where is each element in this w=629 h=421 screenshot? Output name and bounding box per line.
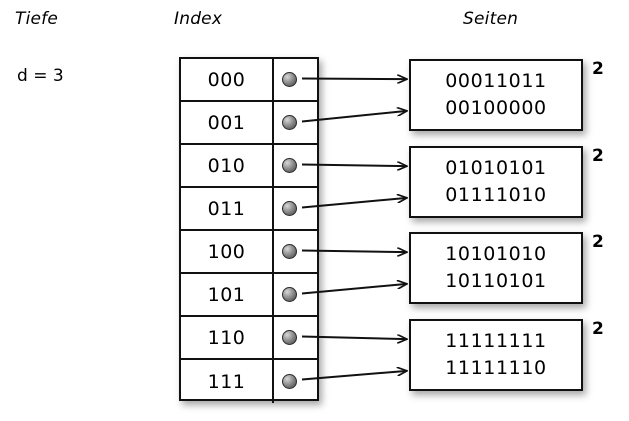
index-row[interactable]: 100 <box>181 231 317 274</box>
pointer-dot-icon <box>282 244 297 259</box>
page-local-depth-label: 2 <box>592 146 604 166</box>
index-pointer-cell[interactable] <box>274 231 317 272</box>
page-record-line: 00100000 <box>445 97 547 119</box>
page-box[interactable]: 01010101 01111010 <box>409 146 583 218</box>
index-row[interactable]: 111 <box>181 360 317 403</box>
pointer-dot-icon <box>282 330 297 345</box>
index-pointer-cell[interactable] <box>274 274 317 315</box>
pointer-dot-icon <box>282 72 297 87</box>
index-row[interactable]: 110 <box>181 317 317 360</box>
page-local-depth-label: 2 <box>592 319 604 339</box>
index-key-label: 100 <box>181 231 274 272</box>
index-key-label: 001 <box>181 102 274 143</box>
pointer-dot-icon <box>282 158 297 173</box>
index-pointer-cell[interactable] <box>274 59 317 100</box>
page-record-line: 11111111 <box>445 330 547 352</box>
index-pointer-cell[interactable] <box>274 102 317 143</box>
pointer-dot-icon <box>282 374 297 389</box>
page-box[interactable]: 11111111 11111110 <box>409 319 583 391</box>
index-pointer-cell[interactable] <box>274 360 317 403</box>
index-row[interactable]: 010 <box>181 145 317 188</box>
page-record-line: 01010101 <box>445 157 547 179</box>
page-record-line: 00011011 <box>445 70 547 92</box>
column-heading-depth: Tiefe <box>15 9 59 29</box>
index-key-label: 111 <box>181 360 274 403</box>
index-row[interactable]: 011 <box>181 188 317 231</box>
index-directory-table: 000 001 010 011 100 <box>179 57 319 403</box>
index-row[interactable]: 101 <box>181 274 317 317</box>
pointer-dot-icon <box>282 287 297 302</box>
depth-value-label: d = 3 <box>17 66 64 86</box>
index-key-label: 010 <box>181 145 274 186</box>
index-key-label: 000 <box>181 59 274 100</box>
index-key-label: 101 <box>181 274 274 315</box>
page-record-line: 10110101 <box>445 270 547 292</box>
pointer-dot-icon <box>282 201 297 216</box>
index-key-label: 110 <box>181 317 274 358</box>
page-box[interactable]: 00011011 00100000 <box>409 59 583 131</box>
index-pointer-cell[interactable] <box>274 188 317 229</box>
index-pointer-cell[interactable] <box>274 145 317 186</box>
page-local-depth-label: 2 <box>592 59 604 79</box>
index-row[interactable]: 001 <box>181 102 317 145</box>
column-heading-index: Index <box>174 9 223 29</box>
page-record-line: 10101010 <box>445 243 547 265</box>
column-heading-pages: Seiten <box>463 9 519 29</box>
index-row[interactable]: 000 <box>181 59 317 102</box>
page-box[interactable]: 10101010 10110101 <box>409 232 583 304</box>
pointer-dot-icon <box>282 115 297 130</box>
page-local-depth-label: 2 <box>592 232 604 252</box>
page-record-line: 11111110 <box>445 357 547 379</box>
index-key-label: 011 <box>181 188 274 229</box>
index-pointer-cell[interactable] <box>274 317 317 358</box>
page-record-line: 01111010 <box>445 184 547 206</box>
